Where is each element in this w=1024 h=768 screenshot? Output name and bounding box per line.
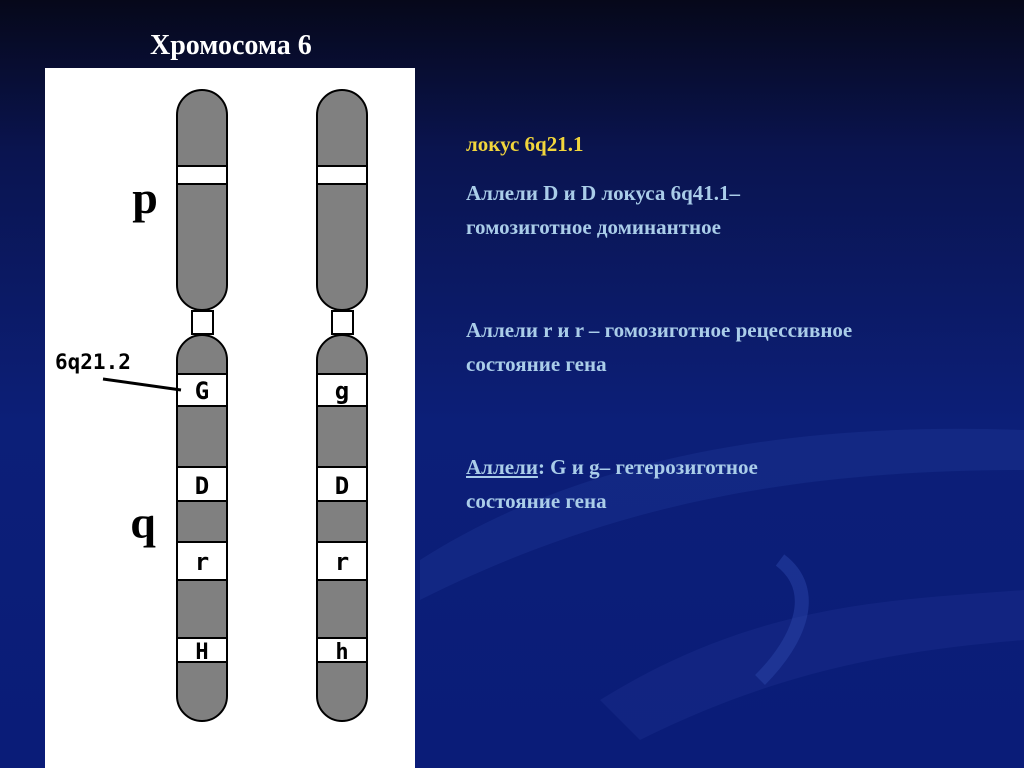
block3-line2: состояние гена bbox=[466, 484, 758, 518]
locus-heading: локус 6q21.1 bbox=[466, 132, 583, 156]
locus-text-block: локус 6q21.1 bbox=[466, 127, 583, 161]
band-label-right-1: g bbox=[335, 377, 349, 405]
q-arm-label: q bbox=[130, 497, 156, 548]
block1-line1: Аллели D и D локуса 6q41.1– bbox=[466, 176, 740, 210]
homozygous-dominant-block: Аллели D и D локуса 6q41.1– гомозиготное… bbox=[466, 176, 740, 244]
alleles-link[interactable]: Аллели bbox=[466, 455, 538, 479]
locus-callout-label: 6q21.2 bbox=[55, 350, 131, 374]
band-label-right-4: h bbox=[335, 640, 348, 665]
locus-callout-pointer bbox=[103, 379, 181, 390]
band-label-right-2: D bbox=[335, 472, 349, 500]
chromosome-right: g D r h bbox=[317, 90, 367, 721]
block3-line1: Аллели: G и g– гетерозиготное bbox=[466, 450, 758, 484]
band-label-left-3: r bbox=[195, 548, 209, 576]
chromosome-diagram: G D r H g D r h p q 6q21.2 bbox=[45, 68, 415, 768]
band-label-left-4: H bbox=[195, 640, 208, 665]
block1-line2: гомозиготное доминантное bbox=[466, 210, 740, 244]
block2-line1: Аллели r и r – гомозиготное рецессивное bbox=[466, 313, 852, 347]
block3-rest: : G и g– гетерозиготное bbox=[538, 455, 758, 479]
p-arm-label: p bbox=[132, 172, 158, 223]
band-label-left-1: G bbox=[195, 377, 209, 405]
slide-title: Хромосома 6 bbox=[150, 30, 312, 62]
chromosome-left: G D r H bbox=[177, 90, 227, 721]
band-label-right-3: r bbox=[335, 548, 349, 576]
band-label-left-2: D bbox=[195, 472, 209, 500]
homozygous-recessive-block: Аллели r и r – гомозиготное рецессивное … bbox=[466, 313, 852, 381]
block2-line2: состояние гена bbox=[466, 347, 852, 381]
heterozygous-block: Аллели: G и g– гетерозиготное состояние … bbox=[466, 450, 758, 518]
